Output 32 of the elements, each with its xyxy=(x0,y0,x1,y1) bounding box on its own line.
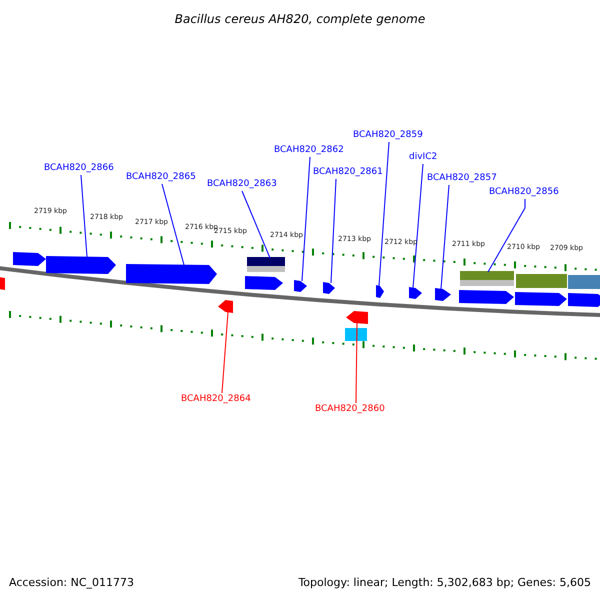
leader-line xyxy=(378,142,390,286)
leader-line xyxy=(80,174,88,258)
accession-text: Accession: NC_011773 xyxy=(9,575,134,591)
gene-label: BCAH820_2860 xyxy=(315,404,385,415)
gene-feature xyxy=(126,264,217,284)
gene-label: BCAH820_2857 xyxy=(427,173,497,184)
feature-bar xyxy=(247,257,285,272)
gene-feature xyxy=(294,280,307,292)
leader-line xyxy=(440,184,450,290)
feature-bar xyxy=(460,271,514,286)
title: Bacillus cereus AH820, complete genome xyxy=(174,11,426,28)
gene-label: BCAH820_2856 xyxy=(489,187,559,198)
gene-feature xyxy=(323,282,335,294)
gene-feature xyxy=(218,300,233,313)
gene-label: BCAH820_2859 xyxy=(353,130,423,141)
gene-feature xyxy=(346,311,368,324)
gene-label: BCAH820_2863 xyxy=(207,179,277,190)
leader-line xyxy=(222,312,228,394)
leader-line xyxy=(162,184,184,266)
gene-label: BCAH820_2864 xyxy=(181,394,251,405)
gene-label: BCAH820_2861 xyxy=(313,167,383,178)
gene-feature xyxy=(435,288,451,301)
leader-line xyxy=(356,322,358,404)
gene-feature xyxy=(409,287,422,299)
genome-info-text: Topology: linear; Length: 5,302,683 bp; Genes: 5,605 xyxy=(298,575,591,591)
gene-label: BCAH820_2865 xyxy=(126,172,196,183)
gene-feature xyxy=(376,285,384,298)
leader-line xyxy=(302,156,310,282)
leader-line xyxy=(330,178,336,284)
gene-label: BCAH820_2866 xyxy=(44,163,114,174)
gene-label: BCAH820_2862 xyxy=(274,145,344,156)
leader-line xyxy=(412,164,424,288)
